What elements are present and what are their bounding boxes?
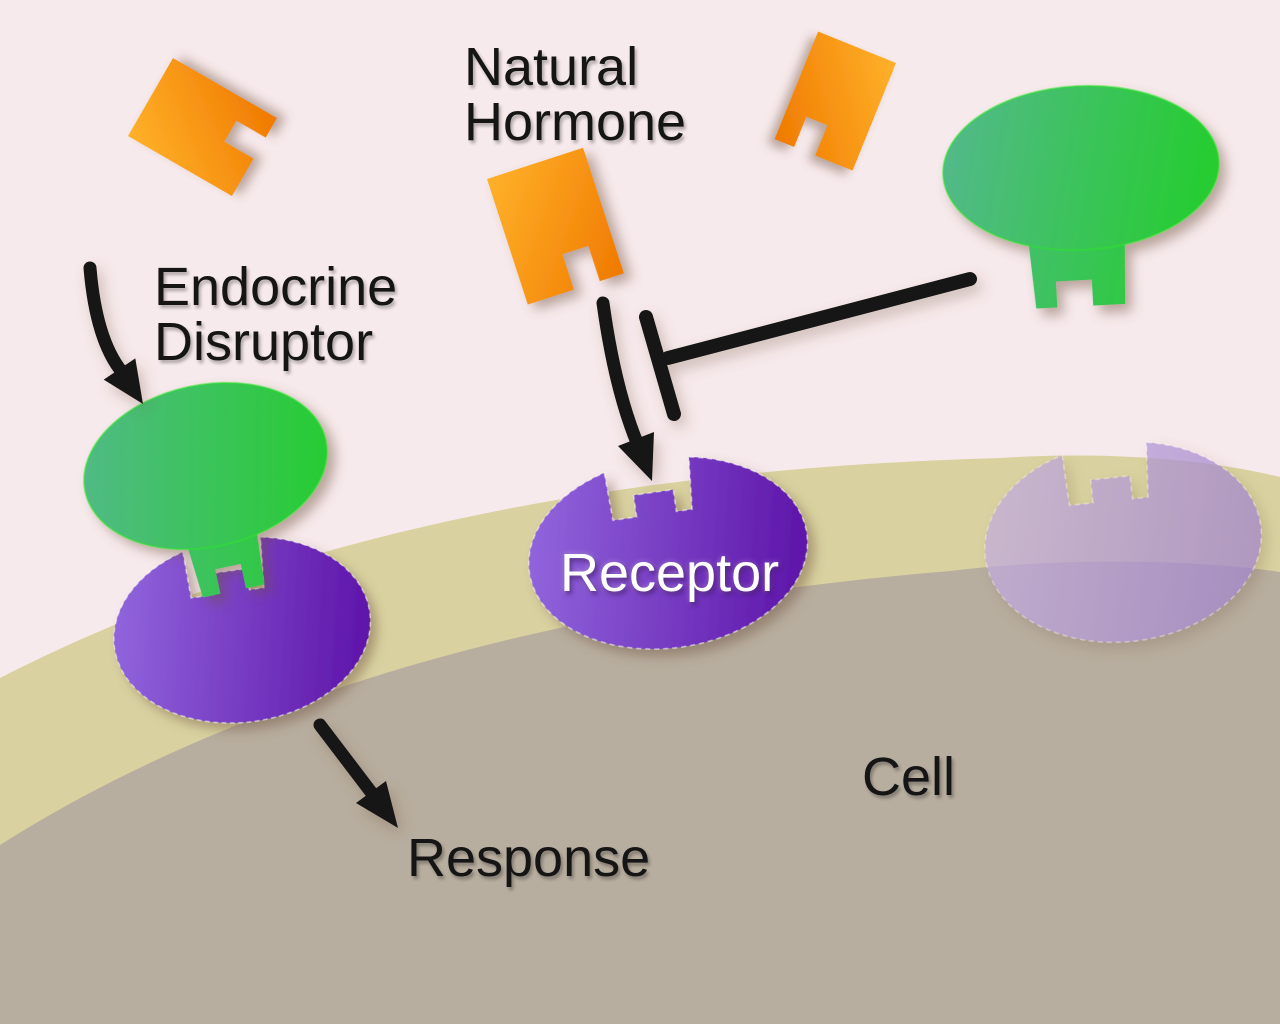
receptor-label: Receptor (560, 543, 780, 603)
inhibition-line (639, 272, 977, 421)
disruptor-body (942, 84, 1220, 252)
disruptor-arrow (83, 261, 143, 404)
endocrine-disruptor-bound (83, 381, 329, 598)
arrowhead (103, 358, 143, 404)
natural-hormone-arrow (596, 296, 654, 481)
cell-label: Cell (862, 747, 956, 807)
arrowhead (356, 781, 398, 828)
endocrine-disruptor-free (942, 84, 1220, 309)
disruptor-body (83, 381, 329, 551)
arrowhead (618, 432, 654, 481)
response-arrow (313, 718, 398, 828)
cell-interior (0, 561, 1280, 1024)
inhibition-shaft (661, 272, 977, 365)
endocrine-disruptor-label: Endocrine Disruptor (154, 257, 398, 372)
natural-hormone-label: Natural Hormone (464, 37, 687, 152)
response-label: Response (407, 828, 651, 888)
inhibition-crossbar (639, 310, 681, 421)
